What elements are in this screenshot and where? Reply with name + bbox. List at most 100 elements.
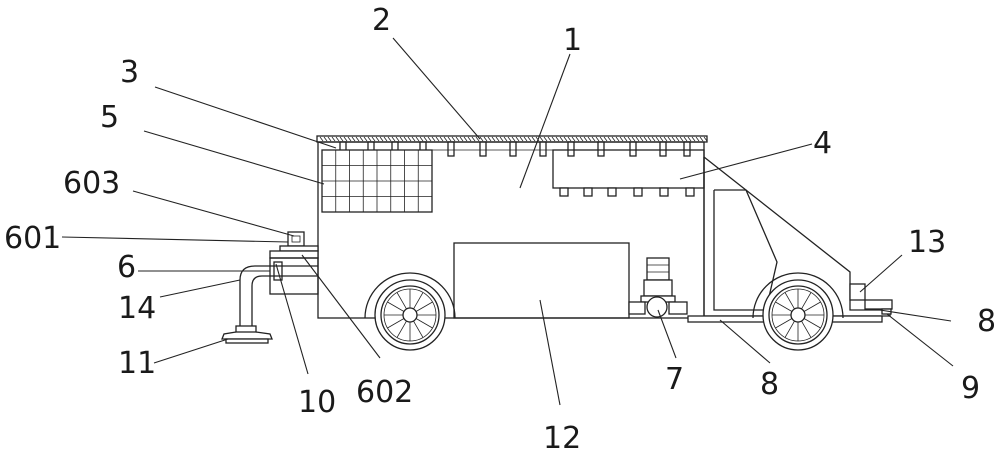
label-4: 4 — [813, 126, 832, 161]
panel-hatch-line — [531, 136, 536, 142]
support-post — [629, 141, 637, 157]
panel-hatch-line — [335, 136, 340, 142]
panel-hatch-line — [607, 136, 612, 142]
support-post — [597, 141, 605, 157]
panel-hatch-line — [431, 136, 436, 142]
support-post — [479, 141, 487, 157]
panel-hatch-line — [667, 136, 672, 142]
panel-hatch-line — [479, 136, 484, 142]
tire — [374, 279, 446, 351]
panel-hatch-line — [375, 136, 380, 142]
nozzle — [607, 187, 617, 197]
label-13: 13 — [908, 225, 946, 260]
panel-hatch-line — [659, 136, 664, 142]
wheel-arch — [752, 272, 844, 319]
panel-hatch-line — [407, 136, 412, 142]
panel-hatch-line — [647, 136, 652, 142]
panel-hatch-line — [627, 136, 632, 142]
rim — [380, 285, 440, 345]
panel-hatch-line — [503, 136, 508, 142]
label-603: 603 — [63, 166, 120, 201]
label-1: 1 — [563, 23, 582, 58]
spoke — [387, 318, 405, 329]
panel-hatch-line — [423, 136, 428, 142]
panel-hatch-line — [619, 136, 624, 142]
panel-hatch-line — [663, 136, 668, 142]
panel-hatch-line — [383, 136, 388, 142]
tank — [453, 242, 630, 319]
rear-suction-assembly — [221, 231, 319, 344]
panel-hatch-line — [507, 136, 512, 142]
spray-rail — [552, 149, 705, 197]
spoke — [775, 301, 793, 312]
support-post — [683, 141, 691, 157]
panel-hatch-line — [547, 136, 552, 142]
support-post — [567, 141, 575, 157]
rear-wheel — [364, 272, 456, 351]
panel-hatch-line — [631, 136, 636, 142]
panel-hatch-line — [399, 136, 404, 142]
panel-hatch-line — [687, 136, 692, 142]
panel-hatch-line — [563, 136, 568, 142]
part-labels: 2 1 3 5 4 603 601 13 6 14 8 11 7 8 9 602… — [4, 3, 996, 456]
panel-hatch-line — [535, 136, 540, 142]
panel-hatch-line — [339, 136, 344, 142]
panel-hatch-line — [691, 136, 696, 142]
panel-hatch-line — [443, 136, 448, 142]
panel-hatch-line — [491, 136, 496, 142]
spoke — [396, 320, 407, 338]
panel-hatch-line — [671, 136, 676, 142]
panel-hatch-line — [419, 136, 424, 142]
panel-hatch-line — [523, 136, 528, 142]
support-post — [659, 141, 667, 157]
label-12: 12 — [543, 421, 581, 456]
panel-hatch-line — [611, 136, 616, 142]
storage-grid — [321, 149, 433, 213]
label-8-bottom: 8 — [760, 367, 779, 402]
nozzle — [659, 187, 669, 197]
panel-hatch-line — [571, 136, 576, 142]
panel-hatch-line — [675, 136, 680, 142]
panel-hatch-line — [615, 136, 620, 142]
spoke — [784, 320, 795, 338]
panel-hatch-line — [643, 136, 648, 142]
label-11: 11 — [118, 346, 156, 381]
panel-hatch-line — [427, 136, 432, 142]
spoke — [415, 318, 433, 329]
panel-hatch-line — [371, 136, 376, 142]
leader-lines — [61, 37, 954, 406]
panel-hatch-line — [331, 136, 336, 142]
spoke — [413, 320, 424, 338]
spoke — [387, 301, 405, 312]
panel-hatch-line — [455, 136, 460, 142]
label-9: 9 — [961, 371, 980, 406]
label-601: 601 — [4, 221, 61, 256]
panel-hatch-line — [559, 136, 564, 142]
label-14: 14 — [118, 291, 156, 326]
nozzle — [559, 187, 569, 197]
panel-hatch-line — [395, 136, 400, 142]
panel-hatch-line — [351, 136, 356, 142]
panel-hatch-line — [635, 136, 640, 142]
panel-hatch-line — [387, 136, 392, 142]
panel-hatch-line — [623, 136, 628, 142]
label-2: 2 — [372, 3, 391, 38]
spoke — [803, 318, 821, 329]
spoke — [801, 320, 812, 338]
panel-hatch-line — [651, 136, 656, 142]
panel-hatch-line — [415, 136, 420, 142]
pump — [628, 257, 688, 318]
panel-hatch-line — [655, 136, 660, 142]
panel-hatch-line — [367, 136, 372, 142]
panel-hatch-line — [539, 136, 544, 142]
panel-hatch-line — [699, 136, 704, 142]
panel-hatch-line — [347, 136, 352, 142]
spoke — [415, 301, 433, 312]
panel-hatch-line — [471, 136, 476, 142]
panel-hatch-line — [683, 136, 688, 142]
panel-hatch-line — [543, 136, 548, 142]
support-post — [539, 141, 547, 157]
panel-hatch-line — [703, 136, 708, 142]
